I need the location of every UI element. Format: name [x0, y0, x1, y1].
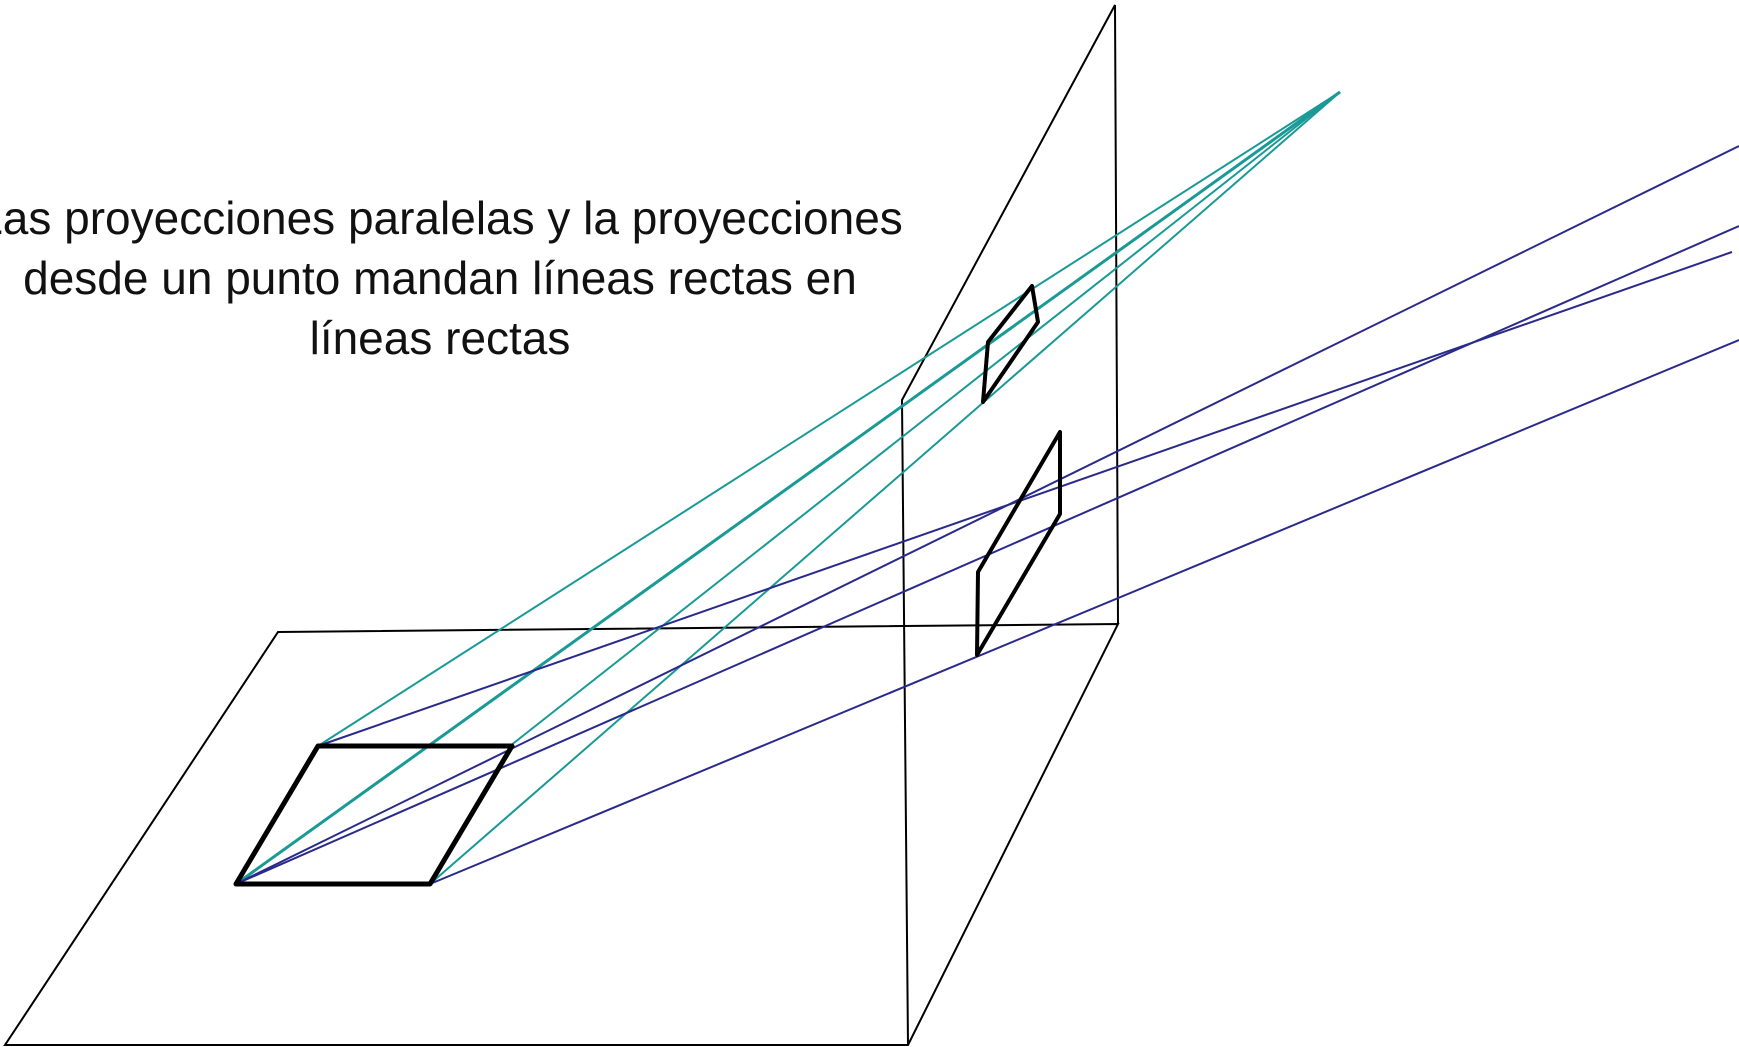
caption-line-3: líneas rectas	[309, 312, 571, 364]
vertical-plane	[900, 4, 1119, 1046]
point-ray	[429, 91, 1341, 885]
point-ray	[317, 91, 1341, 747]
original-parallelogram	[233, 743, 515, 887]
point-ray	[235, 90, 1341, 886]
caption-line-2: desde un punto mandan líneas rectas en	[23, 252, 857, 304]
parallel-projection-image	[975, 430, 1062, 657]
parallel-ray	[429, 339, 1739, 885]
caption-text: Las proyecciones paralelas y la proyecci…	[0, 188, 1010, 368]
point-projection-rays	[235, 90, 1341, 886]
parallel-ray	[317, 251, 1733, 747]
parallel-ray	[235, 145, 1739, 885]
horizontal-plane	[3, 622, 1120, 1046]
point-ray	[509, 91, 1341, 747]
caption-line-1: Las proyecciones paralelas y la proyecci…	[0, 192, 903, 244]
point-projection-image	[981, 284, 1040, 404]
